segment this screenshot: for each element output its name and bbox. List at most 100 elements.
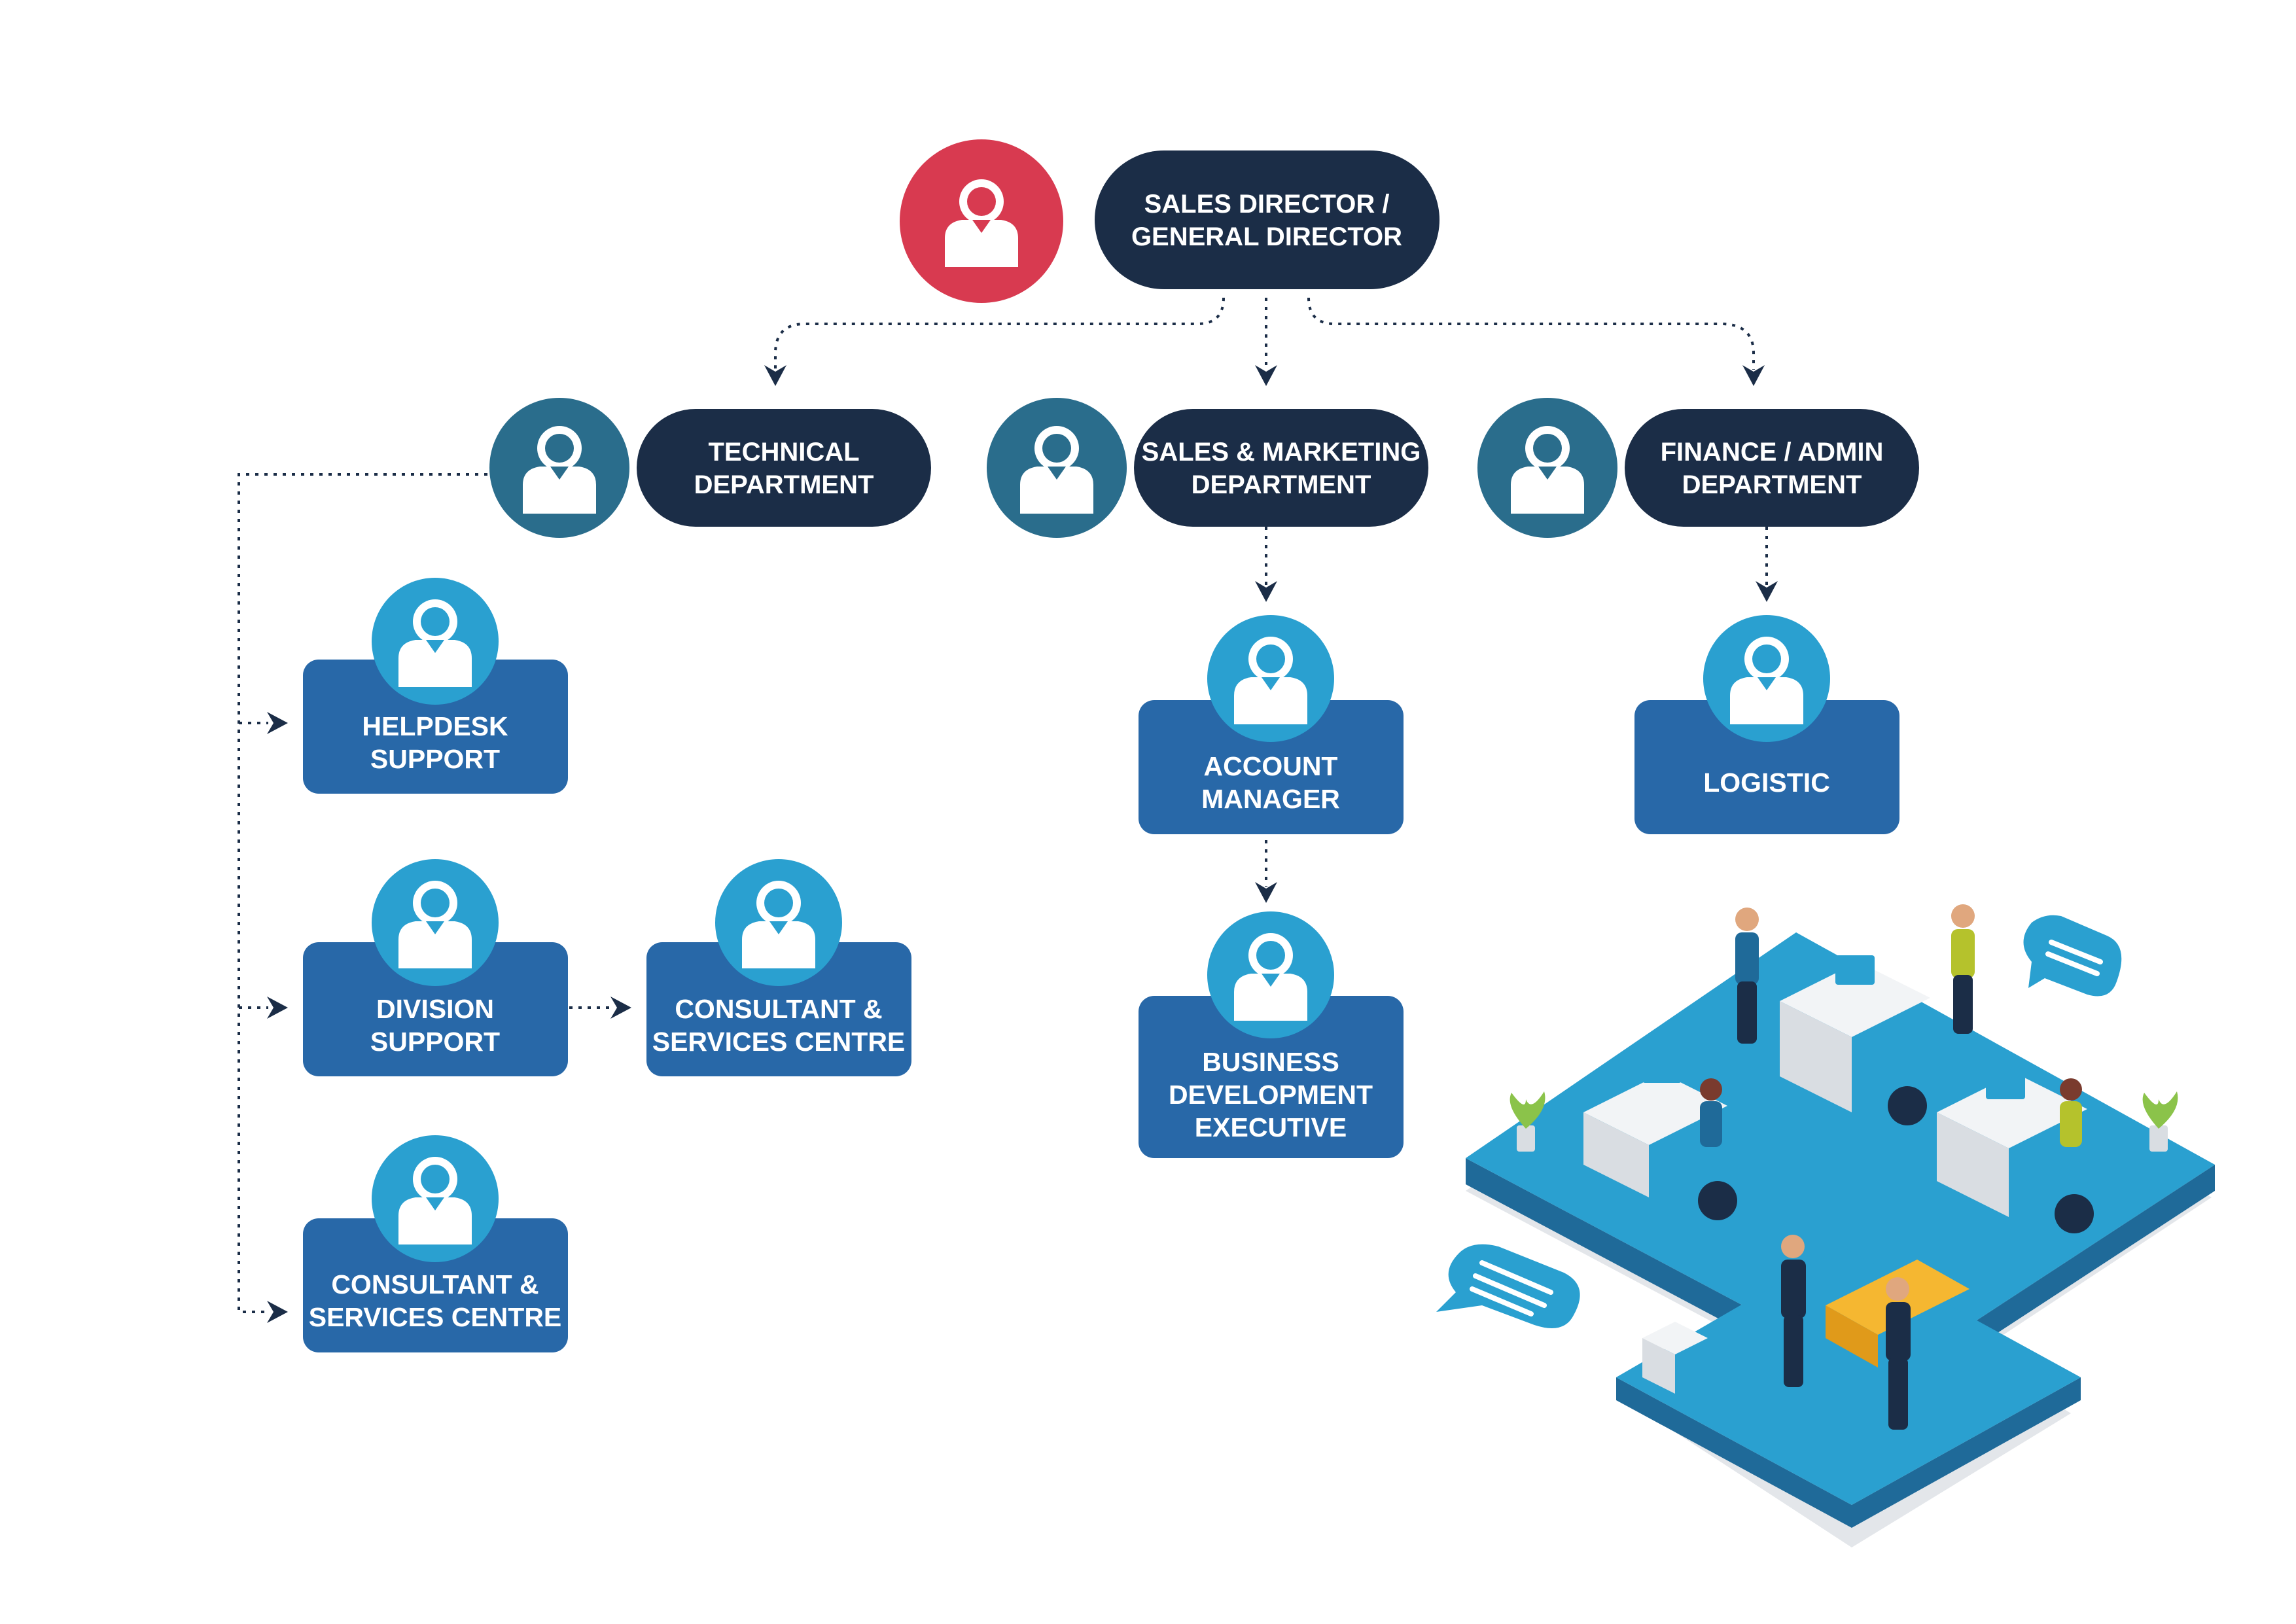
role-box xyxy=(1139,996,1404,1158)
label-line: CONSULTANT & xyxy=(675,994,882,1024)
desk xyxy=(1583,1112,1649,1197)
desk xyxy=(1780,962,1930,1037)
label-line: DEVELOPMENT xyxy=(1169,1080,1373,1110)
connector-director-finance xyxy=(1307,297,1755,370)
label-line: CONSULTANT & xyxy=(331,1269,539,1299)
plant-pot xyxy=(2149,1125,2168,1152)
department-pill xyxy=(1625,409,1919,527)
label-line: DIVISION xyxy=(376,994,494,1024)
role-node-logistic: LOGISTIC xyxy=(1634,615,1899,834)
arrowhead xyxy=(1255,581,1277,602)
department-label: TECHNICAL DEPARTMENT xyxy=(694,438,874,499)
label-line: TECHNICAL xyxy=(708,438,859,467)
person-sitting xyxy=(2060,1078,2082,1147)
label-line: BUSINESS xyxy=(1202,1047,1339,1077)
label-line: EXECUTIVE xyxy=(1195,1112,1347,1142)
department-node-technical: TECHNICAL DEPARTMENT xyxy=(489,398,931,538)
cabinet xyxy=(1642,1338,1675,1394)
label-line: GENERAL DIRECTOR xyxy=(1131,222,1402,251)
label-line: MANAGER xyxy=(1201,784,1340,814)
arrowhead xyxy=(1756,581,1778,602)
director-pill xyxy=(1095,150,1439,289)
arrowhead xyxy=(267,997,288,1019)
arrowhead xyxy=(1742,365,1765,386)
speech-bubble-icon xyxy=(2023,915,2122,997)
label-line: DEPARTMENT xyxy=(694,470,874,499)
monitor xyxy=(1642,1053,1682,1083)
role-box xyxy=(303,942,568,1076)
label-line: FINANCE / ADMIN xyxy=(1661,438,1884,467)
arrowhead xyxy=(1255,365,1277,386)
role-box xyxy=(646,942,911,1076)
label-line: ACCOUNT xyxy=(1204,751,1338,781)
connectors xyxy=(238,297,1778,1323)
label-line: SERVICES CENTRE xyxy=(652,1027,906,1057)
director-node: SALES DIRECTOR / GENERAL DIRECTOR xyxy=(900,139,1439,303)
plant-pot xyxy=(1517,1125,1535,1152)
role-box xyxy=(303,1218,568,1352)
desk xyxy=(1583,1073,1727,1145)
role-label: CONSULTANT &SERVICES CENTRE xyxy=(652,994,906,1057)
desk xyxy=(1937,1112,2009,1217)
plant xyxy=(2142,1091,2178,1129)
chair xyxy=(2055,1194,2094,1233)
arrowhead xyxy=(764,365,786,386)
person-handshake xyxy=(1886,1277,1911,1430)
department-pill xyxy=(1134,409,1428,527)
platform-top xyxy=(1466,932,2215,1381)
person-handshake xyxy=(1781,1235,1806,1387)
department-label: SALES & MARKETING DEPARTMENT xyxy=(1142,438,1421,499)
department-pill xyxy=(637,409,931,527)
arrowhead xyxy=(267,1301,288,1323)
speech-bubble-icon xyxy=(1436,1244,1580,1328)
person-standing xyxy=(1735,908,1759,1044)
department-label: FINANCE / ADMIN DEPARTMENT xyxy=(1661,438,1884,499)
office-illustration xyxy=(1436,904,2215,1547)
meeting-platform-top xyxy=(1616,1246,2081,1505)
person-sitting xyxy=(1700,1078,1722,1147)
connector-director-technical xyxy=(774,297,1225,370)
role-label: LOGISTIC xyxy=(1703,768,1830,798)
person-standing xyxy=(1951,904,1975,1034)
label-line: SERVICES CENTRE xyxy=(309,1302,562,1332)
label-line: SUPPORT xyxy=(370,1027,500,1057)
department-node-finance-admin: FINANCE / ADMIN DEPARTMENT xyxy=(1477,398,1919,538)
label-line: HELPDESK xyxy=(362,711,508,741)
desk xyxy=(1780,1001,1852,1112)
label-line: SALES DIRECTOR / xyxy=(1144,190,1390,219)
monitor xyxy=(1986,1070,2025,1099)
role-node-consultant-services-centre-bottom: CONSULTANT &SERVICES CENTRE xyxy=(303,1135,568,1352)
chair xyxy=(1698,1181,1737,1220)
monitor xyxy=(1835,955,1875,985)
plant xyxy=(1510,1091,1545,1129)
arrowhead xyxy=(267,712,288,734)
desk xyxy=(1937,1073,2087,1148)
chair xyxy=(1888,1086,1927,1125)
department-node-sales-marketing: SALES & MARKETING DEPARTMENT xyxy=(987,398,1428,538)
role-label: CONSULTANT &SERVICES CENTRE xyxy=(309,1269,562,1332)
platform-side xyxy=(1466,1158,2215,1407)
label-line: DEPARTMENT xyxy=(1682,470,1862,499)
role-box xyxy=(1139,700,1404,834)
label-line: SUPPORT xyxy=(370,744,500,774)
arrowhead xyxy=(1255,882,1277,903)
label-line: SALES & MARKETING xyxy=(1142,438,1421,467)
label-line: LOGISTIC xyxy=(1703,768,1830,798)
role-box xyxy=(303,660,568,794)
sofa xyxy=(1826,1305,1878,1368)
director-label: SALES DIRECTOR / GENERAL DIRECTOR xyxy=(1131,190,1402,251)
label-line: DEPARTMENT xyxy=(1192,470,1371,499)
arrowhead xyxy=(610,997,631,1019)
role-node-consultant-services-centre-right: CONSULTANT &SERVICES CENTRE xyxy=(646,859,911,1076)
role-box xyxy=(1634,700,1899,834)
connector-technical-trunk xyxy=(238,473,487,1313)
